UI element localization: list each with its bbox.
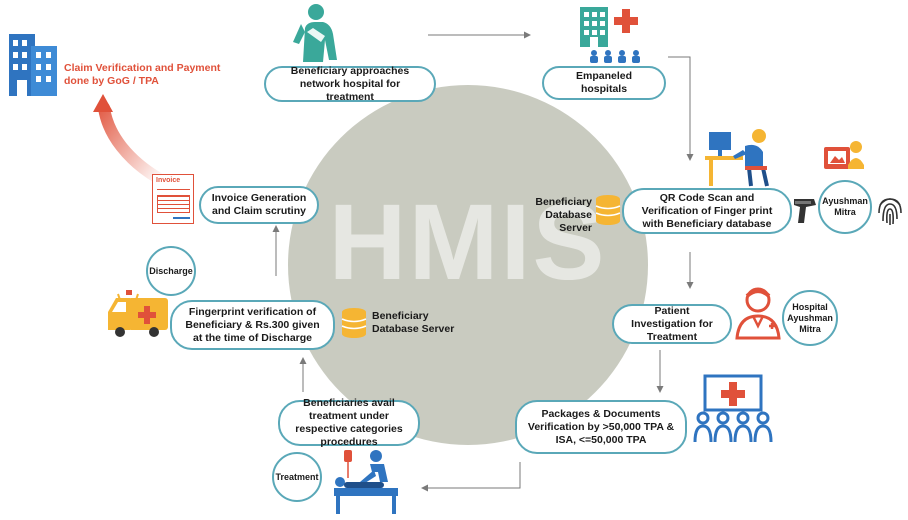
- patient-bed-icon: [334, 450, 398, 514]
- barcode-scanner-icon: [794, 199, 816, 223]
- step-investigation: Patient Investigation for Treatment: [612, 304, 732, 344]
- hospital-ayushman-mitra-badge: Hospital Ayushman Mitra: [782, 290, 838, 346]
- arrow-empaneled-to-qr: [668, 56, 694, 161]
- doctor-icon: [735, 287, 781, 340]
- id-card-icon: [824, 141, 864, 169]
- db-server-left-label: Beneficiary Database Server: [372, 310, 455, 335]
- injured-person-icon: [293, 4, 337, 62]
- arrow-invoice-to-claim: [93, 94, 164, 184]
- invoice-icon: Invoice: [152, 174, 194, 224]
- step-invoice-generation: Invoice Generation and Claim scrutiny: [199, 186, 319, 224]
- step-empaneled: Empaneled hospitals: [542, 66, 666, 100]
- database-icon: [595, 195, 621, 225]
- step-qr-scan: QR Code Scan and Verification of Finger …: [622, 188, 792, 234]
- office-building-icon: [9, 34, 57, 96]
- fingerprint-icon: [878, 198, 902, 225]
- step-packages: Packages & Documents Verification by >50…: [515, 400, 687, 454]
- step-fingerprint-discharge: Fingerprint verification of Beneficiary …: [170, 300, 335, 350]
- ayushman-mitra-badge: Ayushman Mitra: [818, 180, 872, 234]
- hospital-building-icon: [580, 7, 640, 63]
- desk-worker-icon: [705, 129, 769, 187]
- hmis-watermark: HMIS: [328, 181, 607, 302]
- database-icon: [341, 308, 367, 338]
- treatment-badge: Treatment: [272, 452, 322, 502]
- step-approach: Beneficiary approaches network hospital …: [264, 65, 436, 103]
- medical-screen-icon: [693, 374, 773, 443]
- discharge-badge: Discharge: [146, 246, 196, 296]
- claim-label: Claim Verification and Payment done by G…: [64, 62, 221, 87]
- arrow-packages-to-treatment: [421, 462, 521, 492]
- center-circle: [288, 85, 648, 445]
- invoice-doc-title: Invoice: [156, 177, 181, 184]
- step-avail: Beneficiaries avail treatment under resp…: [278, 397, 420, 448]
- ambulance-icon: [108, 290, 168, 337]
- db-server-right-label: Beneficiary Database Server: [535, 196, 592, 234]
